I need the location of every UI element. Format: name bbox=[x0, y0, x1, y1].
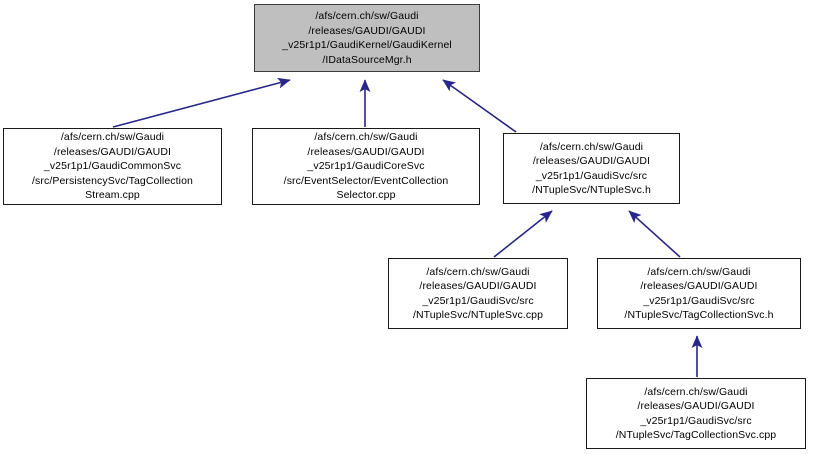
node-ntuplesvc-h[interactable]: /afs/cern.ch/sw/Gaudi /releases/GAUDI/GA… bbox=[503, 133, 680, 204]
node-label: /afs/cern.ch/sw/Gaudi /releases/GAUDI/GA… bbox=[615, 385, 777, 442]
node-tagcollectionsvc-h[interactable]: /afs/cern.ch/sw/Gaudi /releases/GAUDI/GA… bbox=[597, 258, 801, 329]
node-label: /afs/cern.ch/sw/Gaudi /releases/GAUDI/GA… bbox=[283, 131, 449, 202]
node-ntuplesvc-cpp[interactable]: /afs/cern.ch/sw/Gaudi /releases/GAUDI/GA… bbox=[388, 258, 568, 329]
node-label: /afs/cern.ch/sw/Gaudi /releases/GAUDI/GA… bbox=[31, 131, 194, 202]
node-label: /afs/cern.ch/sw/Gaudi /releases/GAUDI/GA… bbox=[282, 10, 452, 66]
node-label: /afs/cern.ch/sw/Gaudi /releases/GAUDI/GA… bbox=[624, 265, 774, 322]
edge-tagcollectionsvch-to-ntuplesvch bbox=[628, 210, 681, 258]
node-eventcollectionselector-cpp[interactable]: /afs/cern.ch/sw/Gaudi /releases/GAUDI/GA… bbox=[252, 128, 480, 205]
node-label: /afs/cern.ch/sw/Gaudi /releases/GAUDI/GA… bbox=[532, 140, 651, 197]
node-tagcollectionsvc-cpp[interactable]: /afs/cern.ch/sw/Gaudi /releases/GAUDI/GA… bbox=[586, 378, 806, 449]
edge-tagcollectionstream-to-idatasourcemgr bbox=[112, 77, 291, 128]
edge-ntuplesvch-to-idatasourcemgr bbox=[442, 79, 517, 133]
edge-ntuplesvccpp-to-ntuplesvch bbox=[493, 210, 553, 258]
node-tagcollectionstream-cpp[interactable]: /afs/cern.ch/sw/Gaudi /releases/GAUDI/GA… bbox=[3, 128, 222, 205]
node-label: /afs/cern.ch/sw/Gaudi /releases/GAUDI/GA… bbox=[412, 265, 544, 322]
node-idatasourcemgr-h[interactable]: /afs/cern.ch/sw/Gaudi /releases/GAUDI/GA… bbox=[254, 4, 480, 72]
